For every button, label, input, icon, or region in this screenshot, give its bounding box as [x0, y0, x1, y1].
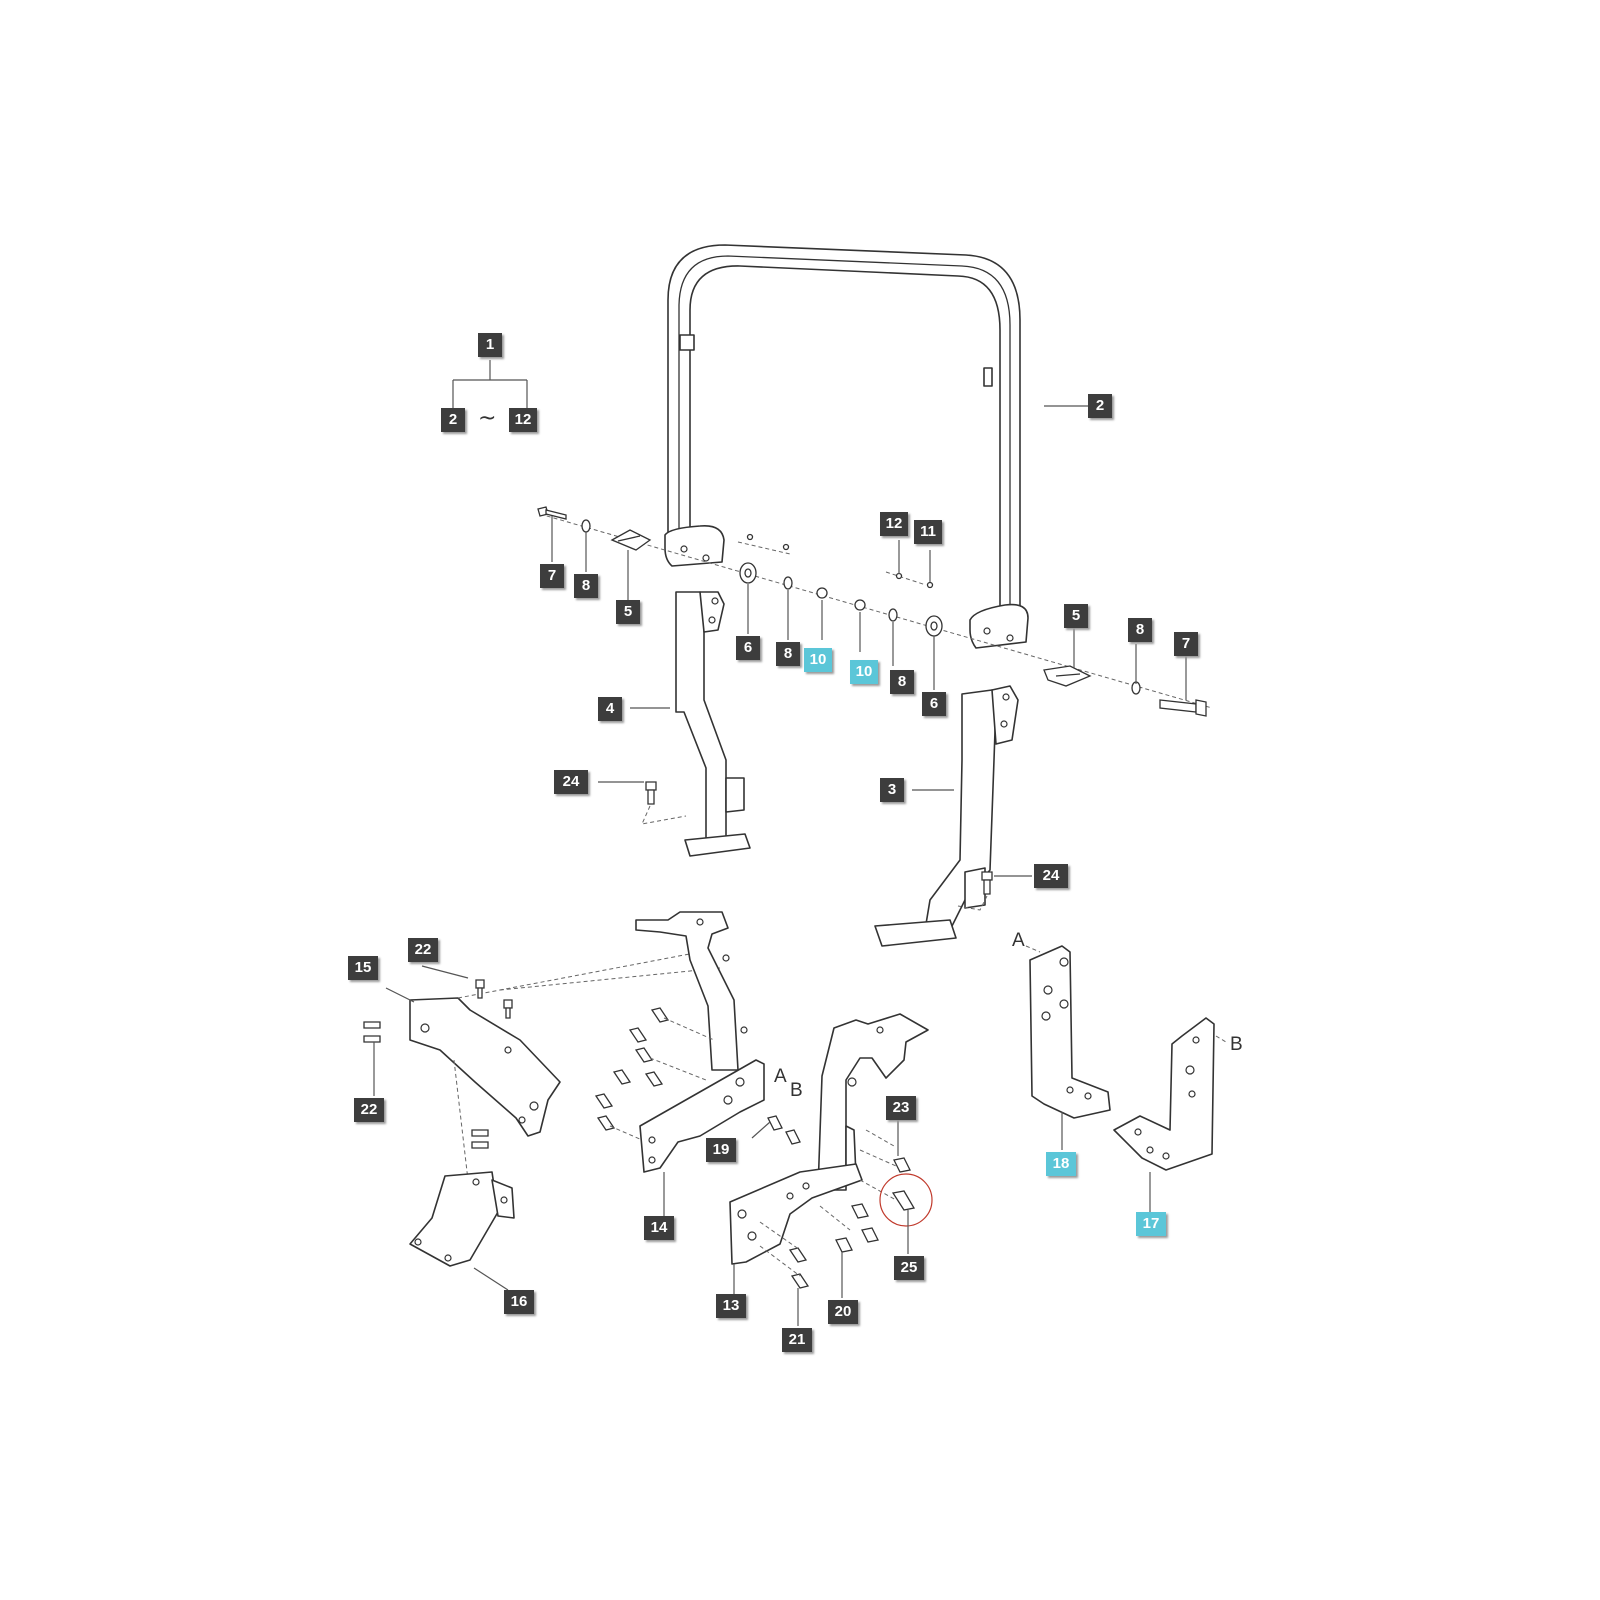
callout-7-left[interactable]: 7 — [540, 564, 564, 588]
callout-11[interactable]: 11 — [914, 520, 942, 544]
callout-2[interactable]: 2 — [1088, 394, 1112, 418]
callout-5-left[interactable]: 5 — [616, 600, 640, 624]
callout-6-right[interactable]: 6 — [922, 692, 946, 716]
roll-bar-frame — [664, 244, 1029, 649]
leader-lines — [373, 360, 1187, 1326]
right-post — [874, 685, 1019, 947]
callout-23[interactable]: 23 — [886, 1096, 916, 1120]
connection-letter-b-right: B — [1230, 1034, 1243, 1055]
callout-4[interactable]: 4 — [598, 697, 622, 721]
bracket-15 — [363, 951, 721, 1181]
bracket-14 — [594, 911, 801, 1173]
pivot-hardware — [537, 506, 1213, 911]
connection-letter-a-right: A — [1012, 930, 1025, 951]
range-separator: ~ — [478, 406, 497, 431]
bracket-17 — [1113, 1017, 1227, 1171]
callout-21[interactable]: 21 — [782, 1328, 812, 1352]
callout-18[interactable]: 18 — [1046, 1152, 1076, 1176]
callout-24-left[interactable]: 24 — [554, 770, 588, 794]
bracket-13 — [729, 1013, 933, 1289]
callout-14[interactable]: 14 — [644, 1216, 674, 1240]
callout-22-top[interactable]: 22 — [408, 938, 438, 962]
callout-22-bottom[interactable]: 22 — [354, 1098, 384, 1122]
bracket-18 — [1025, 945, 1111, 1119]
callout-25[interactable]: 25 — [894, 1256, 924, 1280]
callout-13[interactable]: 13 — [716, 1294, 746, 1318]
callout-5-right[interactable]: 5 — [1064, 604, 1088, 628]
left-post — [675, 591, 751, 857]
callout-7-right[interactable]: 7 — [1174, 632, 1198, 656]
callout-10-left[interactable]: 10 — [804, 648, 832, 672]
callout-19[interactable]: 19 — [706, 1138, 736, 1162]
callout-24-right[interactable]: 24 — [1034, 864, 1068, 888]
callout-10-right[interactable]: 10 — [850, 660, 878, 684]
callout-12-range-end[interactable]: 12 — [509, 408, 537, 432]
callout-3[interactable]: 3 — [880, 778, 904, 802]
callout-20[interactable]: 20 — [828, 1300, 858, 1324]
callout-8-center-right[interactable]: 8 — [890, 670, 914, 694]
callout-16[interactable]: 16 — [504, 1290, 534, 1314]
callout-2-range-start[interactable]: 2 — [441, 408, 465, 432]
bracket-16 — [409, 1171, 515, 1267]
connection-letter-b-center: B — [790, 1080, 803, 1101]
callout-8-left[interactable]: 8 — [574, 574, 598, 598]
callout-1[interactable]: 1 — [478, 333, 502, 357]
callout-8-center-left[interactable]: 8 — [776, 642, 800, 666]
callout-17[interactable]: 17 — [1136, 1212, 1166, 1236]
callout-15[interactable]: 15 — [348, 956, 378, 980]
callout-6-left[interactable]: 6 — [736, 636, 760, 660]
callout-8-right[interactable]: 8 — [1128, 618, 1152, 642]
callout-12[interactable]: 12 — [880, 512, 908, 536]
connection-letter-a-center: A — [774, 1066, 787, 1087]
